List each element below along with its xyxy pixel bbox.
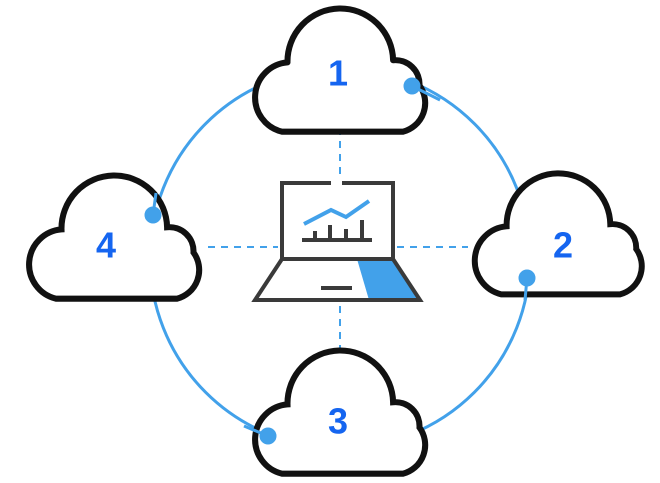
dot-2 bbox=[518, 269, 536, 287]
laptop-screen bbox=[280, 181, 395, 261]
laptop-base bbox=[251, 257, 424, 302]
cloud-2-label: 2 bbox=[553, 225, 573, 266]
cloud-3-label: 3 bbox=[328, 401, 348, 442]
cloud-4-label: 4 bbox=[96, 225, 116, 266]
laptop-keyboard-highlight bbox=[357, 259, 418, 300]
laptop-chart-icon bbox=[251, 181, 424, 302]
dot-1 bbox=[403, 77, 421, 95]
cloud-1-label: 1 bbox=[328, 53, 348, 94]
chart-trend-line bbox=[303, 199, 371, 226]
dot-3 bbox=[259, 427, 277, 445]
dot-4 bbox=[144, 206, 162, 224]
connector-dots bbox=[144, 77, 536, 445]
